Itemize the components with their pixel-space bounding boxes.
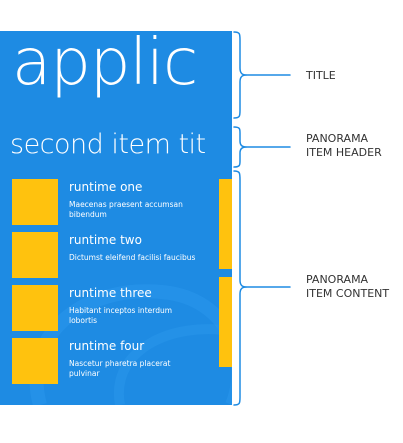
list-item[interactable]: runtime two Dictumst eleifend facilisi f… bbox=[12, 232, 232, 285]
panorama-item-header: second item tit bbox=[10, 129, 206, 160]
list-item-title: runtime one bbox=[69, 180, 143, 194]
list-item[interactable]: runtime four Nascetur pharetra placerat … bbox=[12, 338, 232, 391]
annotation-title: TITLE bbox=[306, 69, 336, 82]
panorama-item-list: runtime one Maecenas praesent accumsan b… bbox=[12, 179, 232, 391]
header-bracket bbox=[233, 126, 247, 168]
annotation-panorama-item-content: PANORAMA ITEM CONTENT bbox=[306, 273, 390, 300]
next-item-peek-tile bbox=[219, 179, 232, 269]
title-bracket bbox=[233, 31, 247, 119]
panorama-title: applic bbox=[12, 31, 198, 100]
list-item-description: Nascetur pharetra placerat pulvinar bbox=[69, 359, 171, 378]
list-item-thumbnail bbox=[12, 338, 58, 384]
list-item-thumbnail bbox=[12, 179, 58, 225]
list-item-title: runtime two bbox=[69, 233, 142, 247]
content-bracket bbox=[233, 170, 247, 406]
list-item-thumbnail bbox=[12, 285, 58, 331]
list-item-thumbnail bbox=[12, 232, 58, 278]
panorama-phone-mockup: applic second item tit runtime one Maece… bbox=[0, 31, 232, 405]
next-item-peek-tile bbox=[219, 277, 232, 367]
list-item[interactable]: runtime one Maecenas praesent accumsan b… bbox=[12, 179, 232, 232]
list-item-description: Maecenas praesent accumsan bibendum bbox=[69, 200, 183, 219]
annotation-panorama-item-header: PANORAMA ITEM HEADER bbox=[306, 132, 382, 159]
list-item-title: runtime four bbox=[69, 339, 145, 353]
list-item-title: runtime three bbox=[69, 286, 152, 300]
list-item[interactable]: runtime three Habitant inceptos interdum… bbox=[12, 285, 232, 338]
list-item-description: Habitant inceptos interdum lobortis bbox=[69, 306, 173, 325]
list-item-description: Dictumst eleifend facilisi faucibus bbox=[69, 253, 196, 262]
